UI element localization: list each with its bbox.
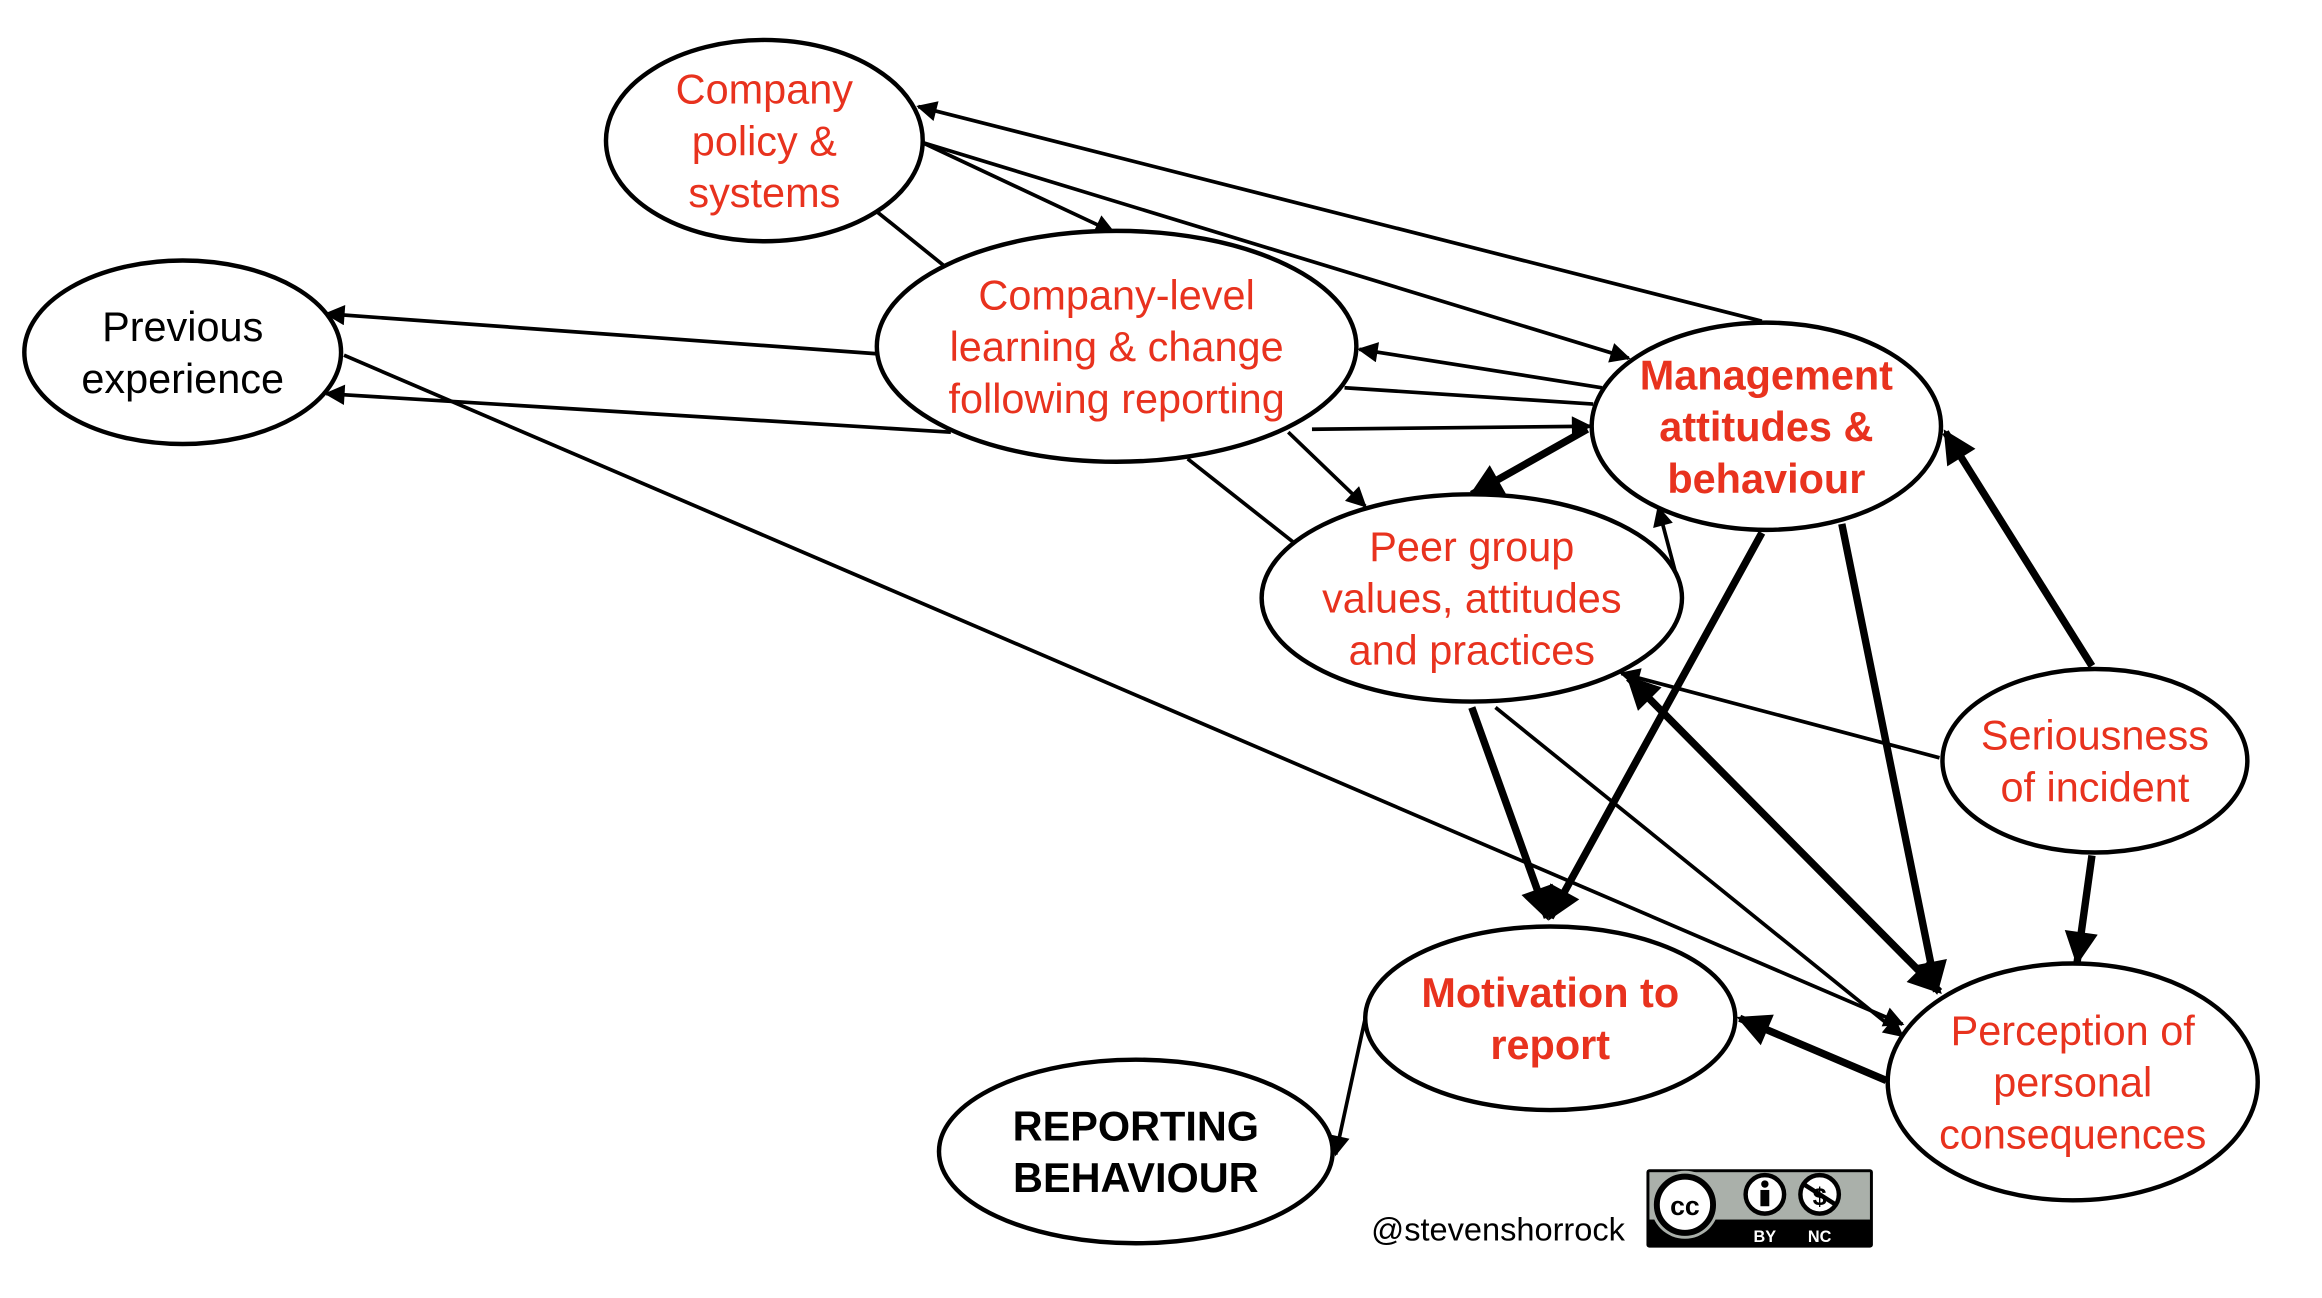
node-label-line: policy & bbox=[692, 117, 837, 164]
node-label-line: attitudes & bbox=[1659, 403, 1873, 450]
node-label-line: Peer group bbox=[1369, 523, 1574, 570]
node-ellipse bbox=[936, 1057, 1335, 1246]
nc-label: NC bbox=[1808, 1228, 1832, 1246]
node-ellipse bbox=[1885, 961, 2260, 1203]
node-label-line: experience bbox=[81, 355, 284, 402]
node-ellipse bbox=[874, 228, 1359, 464]
edge-previous-to-perception bbox=[343, 353, 1905, 1027]
node-ellipse bbox=[1940, 666, 2250, 855]
edge-management-to-policy bbox=[916, 101, 1763, 323]
node-label-line: Seriousness bbox=[1981, 712, 2209, 759]
edge-management-to-peer bbox=[1468, 425, 1590, 498]
node-reporting: REPORTING BEHAVIOUR bbox=[936, 1057, 1335, 1246]
author-handle: @stevenshorrock bbox=[1371, 1211, 1625, 1247]
node-motivation: Motivation to report bbox=[1363, 924, 1738, 1113]
node-label-line: following reporting bbox=[948, 375, 1284, 422]
cc-logo-icon: cc bbox=[1653, 1173, 1717, 1236]
edge-policy-to-learning bbox=[920, 140, 1116, 235]
node-label-line: BEHAVIOUR bbox=[1013, 1154, 1259, 1201]
node-label-line: systems bbox=[688, 169, 840, 216]
node-label-line: report bbox=[1490, 1021, 1610, 1068]
edge-management-to-learning bbox=[1357, 342, 1603, 390]
node-label-line: and practices bbox=[1349, 627, 1595, 674]
edge-learning-to-management bbox=[1344, 385, 1594, 406]
edge-seriousness-to-perception bbox=[2064, 854, 2098, 966]
edge-motivation-to-reporting bbox=[1329, 1017, 1368, 1157]
nc-no-dollar-icon: $ bbox=[1798, 1172, 1842, 1216]
node-label-line: Management bbox=[1640, 351, 1893, 398]
node-previous: Previous experience bbox=[22, 258, 344, 447]
edge-policy-to-learning bbox=[875, 210, 947, 268]
node-peer: Peer group values, attitudes and practices bbox=[1259, 492, 1685, 704]
edge-policy-to-management bbox=[920, 140, 1631, 363]
node-label-line: learning & change bbox=[950, 323, 1284, 370]
by-label: BY bbox=[1754, 1228, 1777, 1246]
node-label-line: personal bbox=[1993, 1059, 2152, 1106]
node-label-line: Previous bbox=[102, 303, 263, 350]
edge-learning-to-previous bbox=[324, 304, 877, 356]
node-label-line: Motivation to bbox=[1421, 969, 1679, 1016]
node-label-line: of incident bbox=[2000, 763, 2189, 810]
node-label-line: Company bbox=[676, 66, 854, 113]
by-person-icon bbox=[1743, 1172, 1787, 1216]
edge-learning-to-peer bbox=[1186, 457, 1294, 544]
edge-management-to-perception bbox=[1838, 523, 1947, 995]
edge-learning-to-previous bbox=[324, 384, 951, 435]
edge-perception-to-motivation bbox=[1736, 1014, 1888, 1084]
node-label-line: values, attitudes bbox=[1322, 575, 1621, 622]
node-ellipse bbox=[603, 37, 925, 244]
edge-peer-to-motivation bbox=[1468, 706, 1553, 921]
node-label-line: consequences bbox=[1939, 1111, 2206, 1158]
node-label-line: Perception of bbox=[1951, 1007, 2196, 1054]
edges-layer bbox=[324, 101, 2098, 1157]
node-ellipse bbox=[1589, 320, 1944, 533]
edge-learning-to-peer bbox=[1287, 430, 1367, 508]
node-management: Management attitudes & behaviour bbox=[1589, 320, 1944, 533]
edge-seriousness-to-peer bbox=[1619, 668, 1940, 760]
node-label-line: Company-level bbox=[978, 271, 1254, 318]
edge-learning-to-management bbox=[1311, 416, 1593, 437]
edge-peer-to-perception bbox=[1494, 706, 1905, 1038]
edge-seriousness-to-management bbox=[1942, 429, 2096, 668]
svg-text:cc: cc bbox=[1670, 1191, 1700, 1221]
footer: @stevenshorrock cc $ BY NC bbox=[1371, 1169, 1873, 1248]
node-ellipse bbox=[1259, 492, 1685, 704]
cc-by-nc-license-badge[interactable]: cc $ BY NC bbox=[1646, 1169, 1873, 1248]
edge-peer-to-perception bbox=[1626, 675, 1943, 995]
node-ellipse bbox=[1363, 924, 1738, 1113]
node-ellipse bbox=[22, 258, 344, 447]
node-learning: Company-level learning & change following … bbox=[874, 228, 1359, 464]
node-label-line: REPORTING bbox=[1013, 1102, 1259, 1149]
node-label-line: behaviour bbox=[1667, 455, 1865, 502]
node-perception: Perception of personal consequences bbox=[1885, 961, 2260, 1203]
